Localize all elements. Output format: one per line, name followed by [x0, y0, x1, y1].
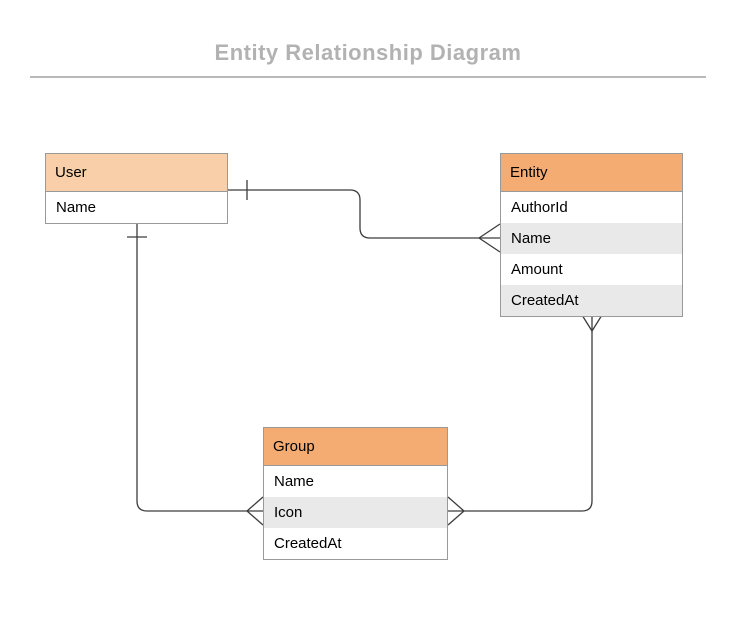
connector-user-entity[interactable]	[228, 180, 501, 253]
table-row[interactable]: AuthorId	[501, 192, 682, 223]
diagram-title: Entity Relationship Diagram	[214, 40, 522, 65]
connector-line[interactable]	[448, 315, 593, 512]
table-header-entity[interactable]: Entity	[501, 154, 682, 192]
table-row[interactable]: CreatedAt	[264, 528, 447, 559]
table-row[interactable]: Name	[264, 466, 447, 497]
connector-line[interactable]	[228, 189, 500, 239]
crow-foot-icon	[478, 223, 501, 253]
crow-foot-icon	[246, 496, 264, 526]
connector-entity-group[interactable]	[447, 314, 603, 526]
table-row[interactable]: Name	[501, 223, 682, 254]
crow-foot-icon	[581, 314, 603, 332]
table-row[interactable]: Icon	[264, 497, 447, 528]
crow-foot-icon	[447, 496, 465, 526]
table-row[interactable]: CreatedAt	[501, 285, 682, 316]
title-divider	[30, 76, 706, 78]
connector-line[interactable]	[136, 222, 263, 512]
connector-user-group[interactable]	[127, 222, 264, 526]
entity-table-user[interactable]: User Name	[45, 153, 228, 224]
entity-table-group[interactable]: Group Name Icon CreatedAt	[263, 427, 448, 560]
table-row[interactable]: Amount	[501, 254, 682, 285]
entity-table-entity[interactable]: Entity AuthorId Name Amount CreatedAt	[500, 153, 683, 317]
table-header-group[interactable]: Group	[264, 428, 447, 466]
table-row[interactable]: Name	[46, 192, 227, 223]
table-header-user[interactable]: User	[46, 154, 227, 192]
